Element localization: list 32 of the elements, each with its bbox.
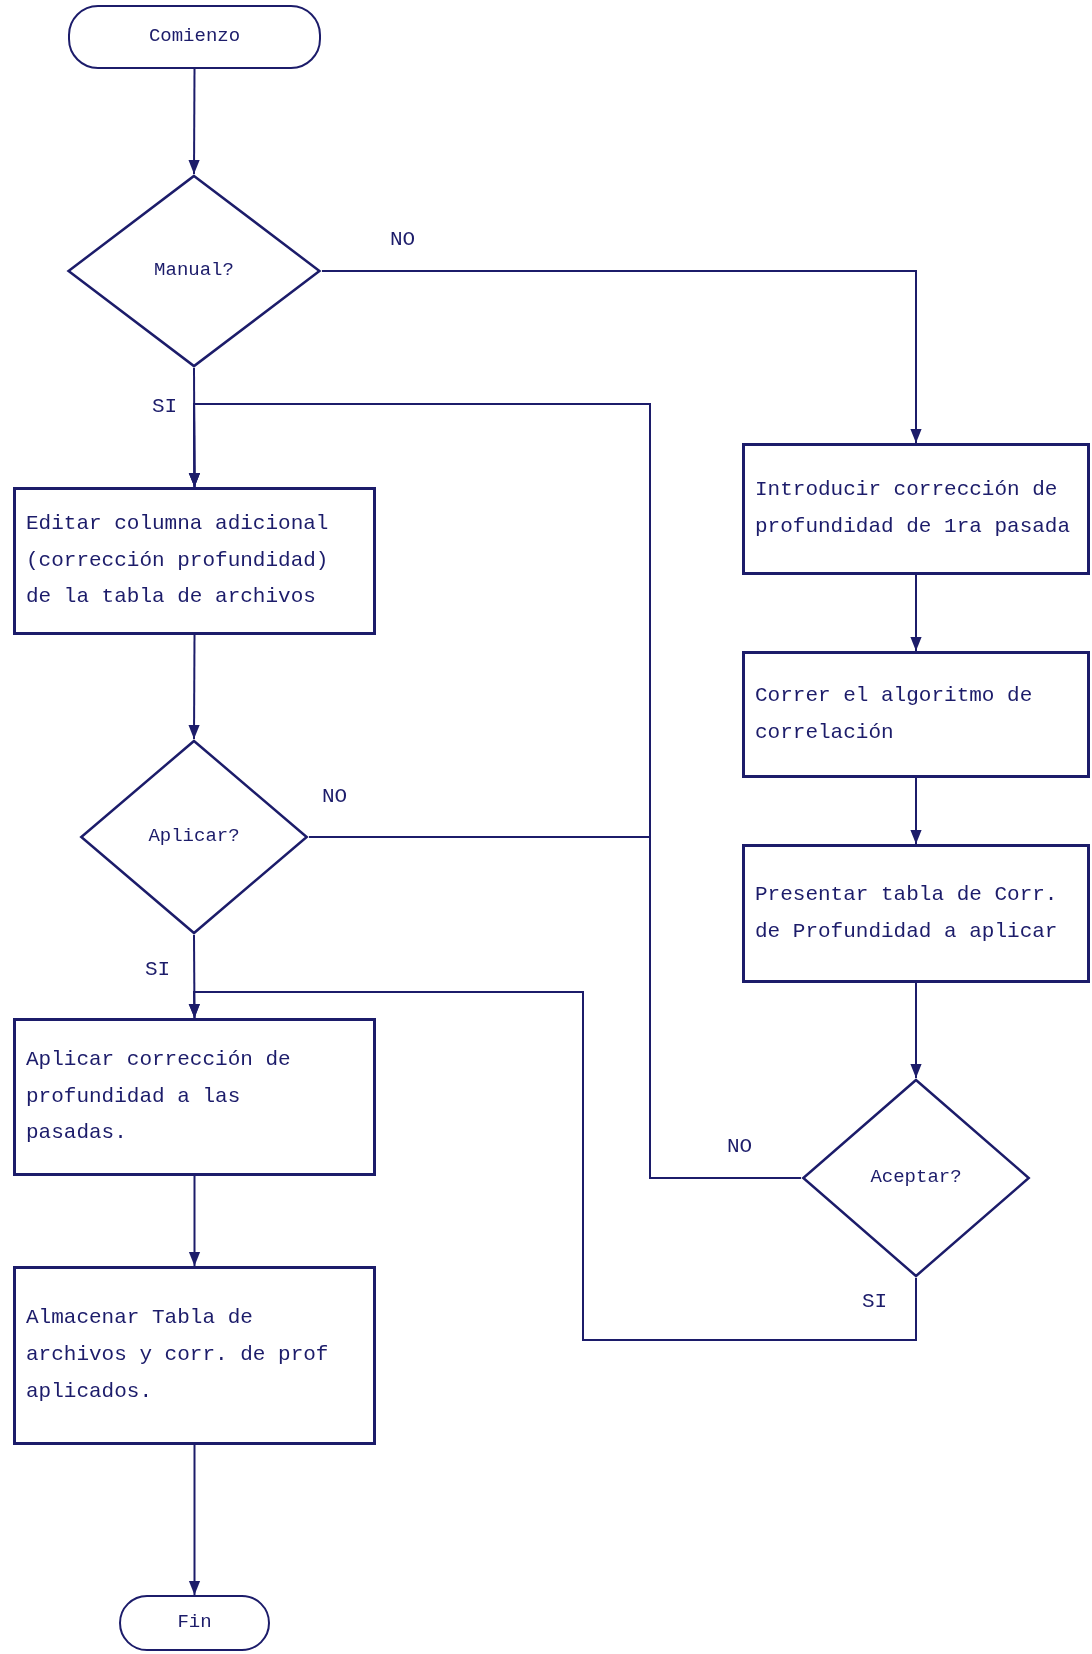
process-box [742,844,1090,983]
node-text: Manual? [154,258,234,284]
process-box [742,651,1090,778]
node-text: Aplicar? [148,824,240,850]
node-text: Correr el algoritmo de correlación [755,682,1034,746]
terminal-shape [119,1595,270,1651]
node-text: Fin [177,1610,212,1636]
arrow [188,634,200,740]
arrow [321,270,922,444]
process-box [13,1266,376,1445]
arrow [910,777,922,845]
arrow [910,574,922,652]
decision-diamond [66,174,322,368]
arrow [188,991,917,1341]
node-text: Editar columna adicional (corrección profundidad) de la tabla de archivos [26,510,330,611]
node-text: Introducir corrección de profundidad de 1ra pasada [755,477,1072,540]
process-box [13,487,376,635]
arrow [910,982,922,1079]
process-box [13,1018,376,1176]
node-text: Presentar tabla de Corr. de Profundidad a aplicar [755,881,1059,945]
decision-diamond [801,1078,1031,1278]
process-box [742,443,1090,575]
node-text: Almacenar Tabla de archivos y corr. de prof aplicados. [26,1305,330,1405]
arrow [188,403,802,1179]
node-text: Aceptar? [870,1165,962,1191]
arrow [188,1175,201,1267]
arrow [188,68,200,175]
node-text: Comienzo [148,24,241,50]
node-text: Aplicar corrección de profundidad a las pasadas. [26,1046,292,1147]
arrow [188,1444,201,1596]
terminal-shape [68,5,321,69]
decision-diamond [79,739,309,935]
